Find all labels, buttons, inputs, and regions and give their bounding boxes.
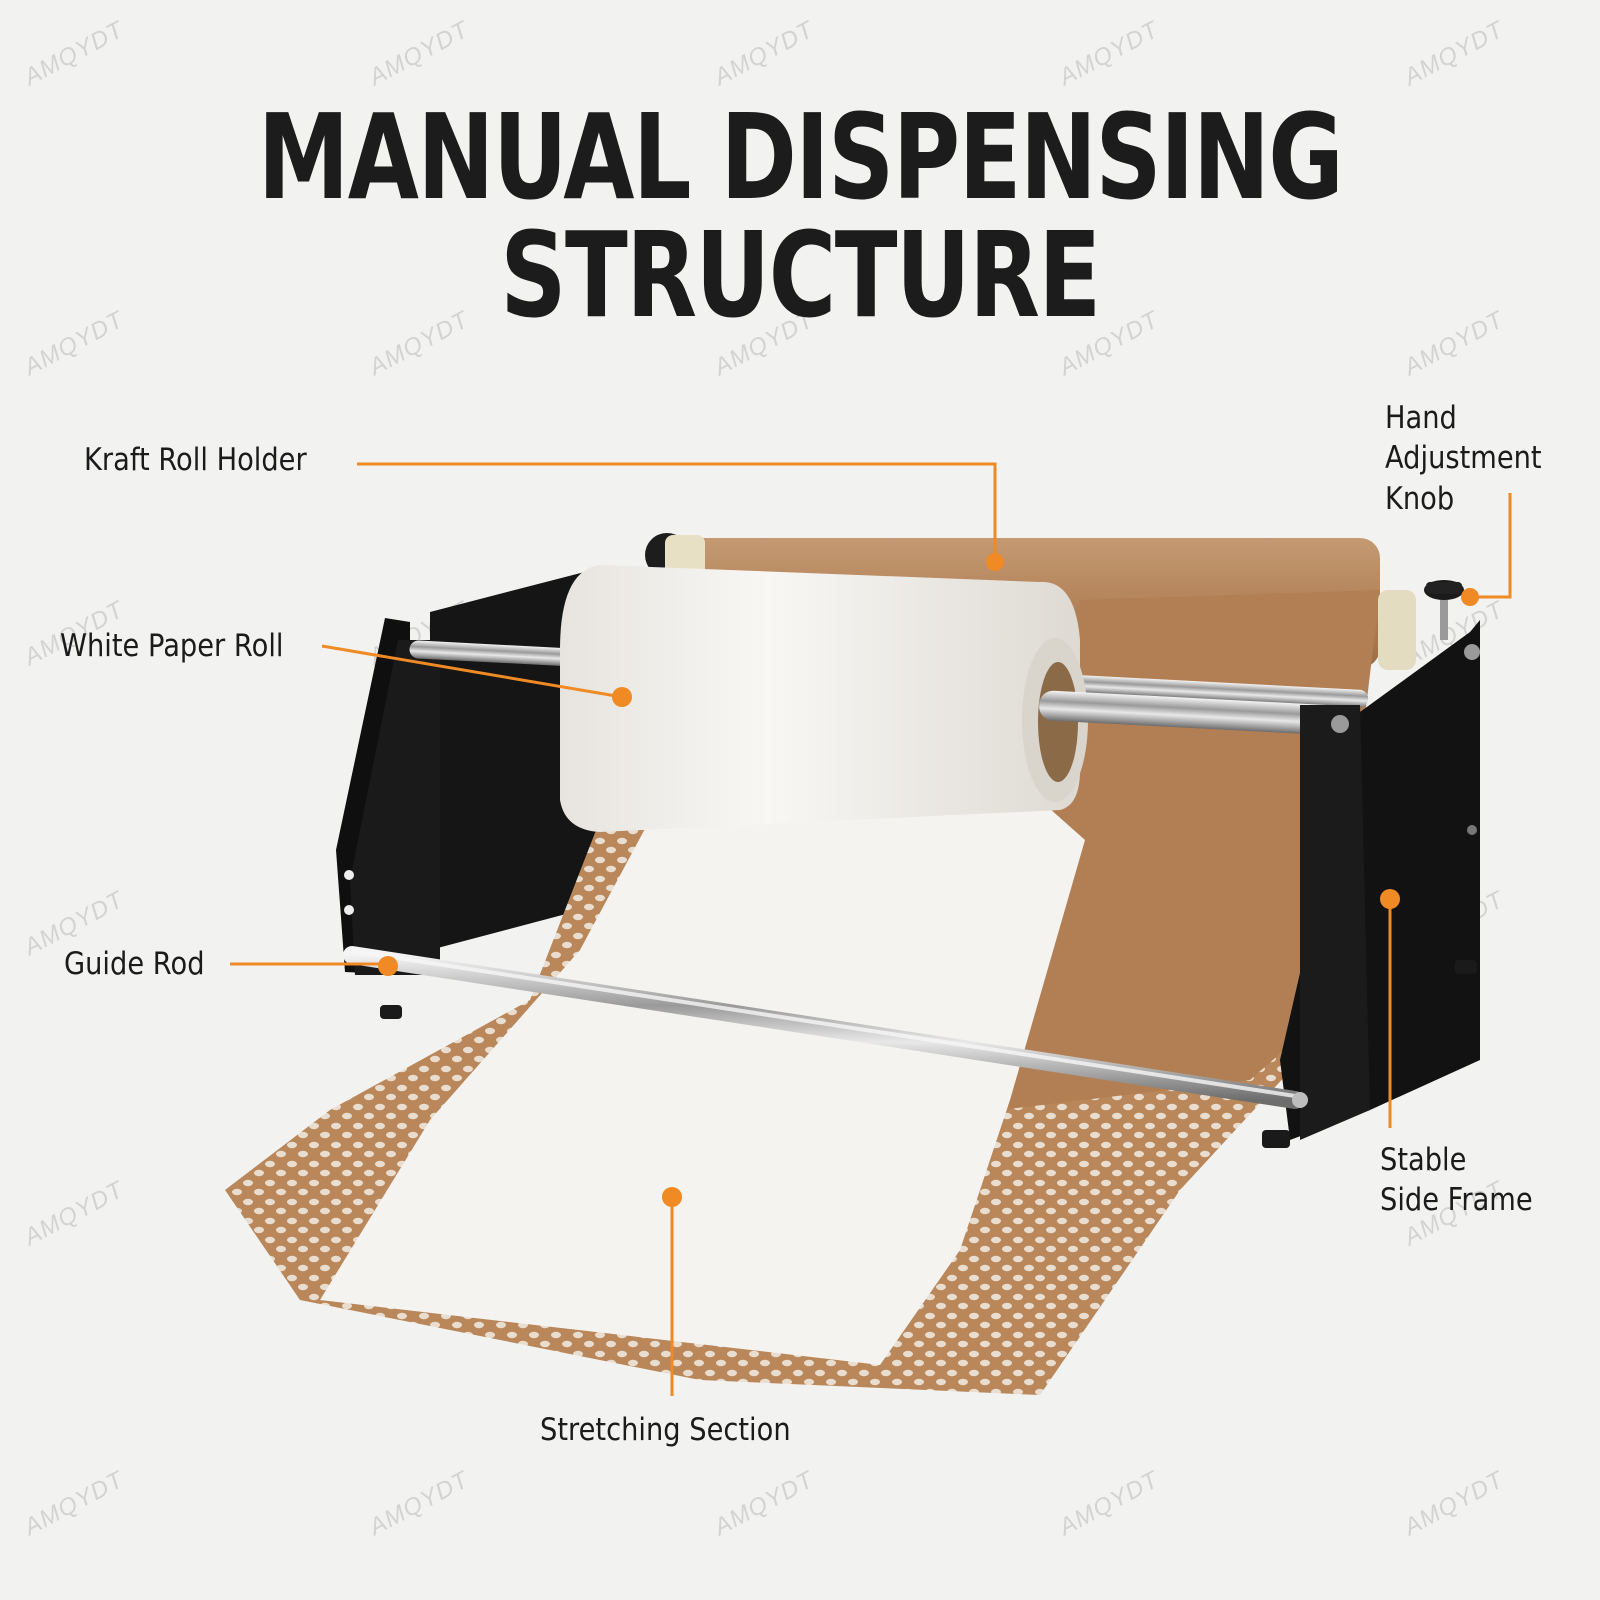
white-paper-roll <box>560 565 1080 832</box>
callout-dots <box>378 553 1479 1207</box>
guide-rod <box>343 946 1304 1109</box>
label-hand-adjustment-knob: Hand Adjustment Knob <box>1385 400 1542 517</box>
callout-lines <box>230 462 1512 1396</box>
label-white-paper-roll: White Paper Roll <box>60 628 284 664</box>
white-paper-sheet <box>320 800 1085 1365</box>
page-title: MANUAL DISPENSING STRUCTURE <box>257 88 1344 344</box>
label-guide-rod: Guide Rod <box>64 946 205 982</box>
label-stretching-section: Stretching Section <box>540 1412 791 1448</box>
label-kraft-roll-holder: Kraft Roll Holder <box>84 442 307 478</box>
label-stable-side-frame: Stable Side Frame <box>1380 1142 1533 1219</box>
